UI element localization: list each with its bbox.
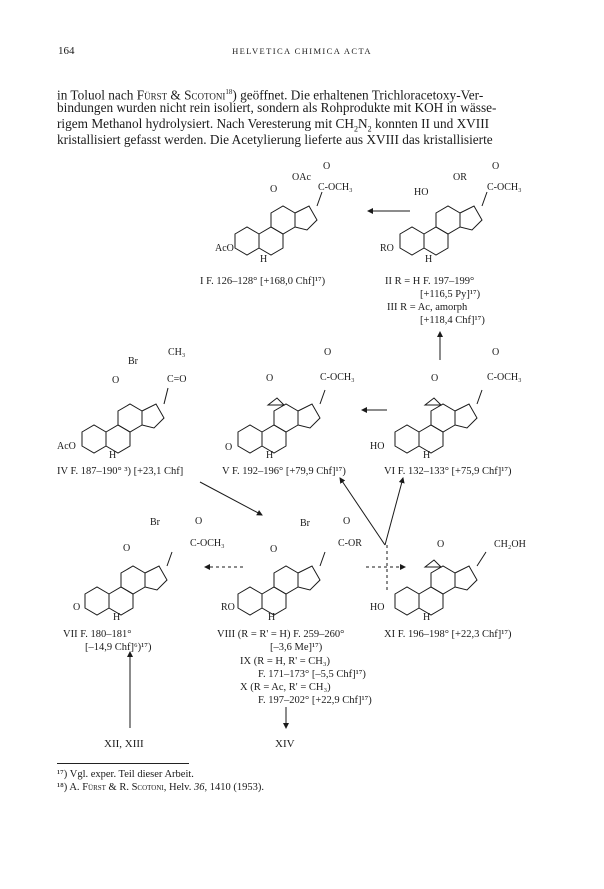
volume-number: 36: [193, 782, 205, 793]
atom-label: O: [195, 516, 202, 527]
text-span: in Toluol nach: [57, 87, 137, 103]
text-span: konnten II und XVIII: [371, 116, 490, 131]
caption-XI: XI F. 196–198° [+22,3 Chf]¹⁷): [384, 629, 512, 640]
atom-label: OR: [453, 172, 467, 183]
caption-VIII: VIII (R = R' = H) F. 259–260°: [217, 629, 345, 640]
atom-label: O: [492, 161, 499, 172]
caption-V: V F. 192–196° [+79,9 Chf]¹⁷): [222, 466, 346, 477]
atom-label: C-OCH₃: [487, 372, 522, 383]
atom-label: O: [73, 602, 80, 613]
atom-label: O: [492, 347, 499, 358]
atom-label: CH₃: [168, 347, 185, 358]
atom-label: HO: [370, 602, 384, 613]
atom-label: O: [225, 442, 232, 453]
label-XII-XIII: XII, XIII: [104, 738, 144, 750]
atom-label: Br: [150, 517, 161, 528]
caption-IV: IV F. 187–190° ³) [+23,1 Chf]: [57, 466, 184, 477]
atom-label: C-OCH₃: [320, 372, 355, 383]
subscript: 2: [354, 124, 359, 134]
steroid-skeleton-II: [399, 205, 483, 256]
text-span: , 1410 (1953).: [204, 782, 264, 793]
atom-label: O: [112, 375, 119, 386]
footnote-rule: [57, 763, 189, 764]
text-span: N: [358, 116, 368, 131]
text-span: , Helv.: [163, 782, 194, 793]
atom-label: C=O: [167, 374, 187, 385]
footnote-17: ¹⁷) Vgl. exper. Teil dieser Arbeit.: [57, 769, 194, 780]
atom-label: H: [423, 612, 430, 623]
atom-label: H: [425, 254, 432, 265]
caption-II-rotation: [+116,5 Py]¹⁷): [420, 289, 481, 300]
atom-label: RO: [380, 243, 394, 254]
author-names: Fürst & R. Scotoni: [82, 782, 164, 793]
body-line-4: kristallisiert gefasst werden. Die Acety…: [57, 132, 493, 147]
author-names: Fürst & Scotoni: [136, 87, 226, 103]
caption-X: X (R = Ac, R' = CH₃): [240, 682, 331, 693]
atom-label: HO: [370, 441, 384, 452]
steroid-skeleton-I: [234, 205, 318, 256]
atom-label: O: [270, 544, 277, 555]
caption-I: I F. 126–128° [+168,0 Chf]¹⁷): [200, 276, 326, 287]
atom-label: OAc: [292, 172, 311, 183]
atom-label: AcO: [57, 441, 76, 452]
steroid-skeleton-XI: [394, 565, 478, 616]
atom-label: O: [123, 543, 130, 554]
text-span: ) geöffnet. Die erhaltenen Trichloraceto…: [232, 87, 484, 103]
atom-label: O: [437, 539, 444, 550]
steroid-skeleton-IV: [81, 403, 165, 454]
caption-IX-data: F. 171–173° [–5,5 Chf]¹⁷): [258, 669, 366, 680]
atom-label: CH₂OH: [494, 539, 526, 550]
arrow-XI-to-VI: [384, 477, 405, 546]
atom-label: Br: [128, 356, 139, 367]
footnote-18: ¹⁸) A. Fürst & R. Scotoni, Helv. 36, 141…: [57, 782, 264, 793]
steroid-skeleton-VI: [394, 403, 478, 454]
caption-VII-rotation: [–14,9 Chf]⁶)¹⁷): [85, 642, 152, 653]
atom-label: C-OCH₃: [318, 182, 353, 193]
atom-label: Br: [300, 518, 311, 529]
atom-label: H: [260, 254, 267, 265]
atom-label: O: [270, 184, 277, 195]
atom-label: AcO: [215, 243, 234, 254]
running-title: HELVETICA CHIMICA ACTA: [232, 46, 372, 56]
caption-III: III R = Ac, amorph: [387, 302, 468, 313]
atom-label: O: [431, 373, 438, 384]
subscript: 2: [367, 124, 372, 134]
text-span: rigem Methanol hydrolysiert. Nach Verest…: [57, 116, 355, 131]
text-span: ¹⁸) A.: [57, 782, 83, 793]
caption-III-rotation: [+118,4 Chf]¹⁷): [420, 315, 485, 326]
steroid-skeleton-VII: [84, 565, 168, 616]
steroid-skeleton-V: [237, 403, 321, 454]
steroid-skeleton-VIII: [237, 565, 321, 616]
atom-label: O: [323, 161, 330, 172]
caption-X-data: F. 197–202° [+22,9 Chf]¹⁷): [258, 695, 372, 706]
caption-VI: VI F. 132–133° [+75,9 Chf]¹⁷): [384, 466, 512, 477]
arrow-IV-to-VIII: [199, 481, 263, 516]
atom-label: H: [423, 450, 430, 461]
atom-label: O: [266, 373, 273, 384]
label-XIV: XIV: [275, 738, 295, 750]
caption-VII: VII F. 180–181°: [63, 629, 132, 640]
atom-label: H: [109, 450, 116, 461]
body-line-1: in Toluol nach Fürst & Scotoni18) geöffn…: [57, 84, 549, 103]
atom-label: RO: [221, 602, 235, 613]
atom-label: H: [113, 612, 120, 623]
atom-label: C-OCH₃: [190, 538, 225, 549]
atom-label: O: [343, 516, 350, 527]
caption-IX: IX (R = H, R' = CH₃): [240, 656, 331, 667]
atom-label: C-OR: [338, 538, 362, 549]
atom-label: HO: [414, 187, 428, 198]
body-line-2: bindungen wurden nicht rein isoliert, so…: [57, 100, 497, 115]
body-line-3: rigem Methanol hydrolysiert. Nach Verest…: [57, 116, 549, 138]
arrow-XI-to-V: [339, 477, 386, 546]
caption-VIII-rotation: [–3,6 Me]¹⁷): [270, 642, 323, 653]
caption-II: II R = H F. 197–199°: [385, 276, 475, 287]
atom-label: H: [266, 450, 273, 461]
atom-label: O: [324, 347, 331, 358]
atom-label: C-OCH₃: [487, 182, 522, 193]
atom-label: H: [268, 612, 275, 623]
page-number: 164: [58, 45, 75, 57]
reference-marker: 18: [225, 88, 233, 96]
